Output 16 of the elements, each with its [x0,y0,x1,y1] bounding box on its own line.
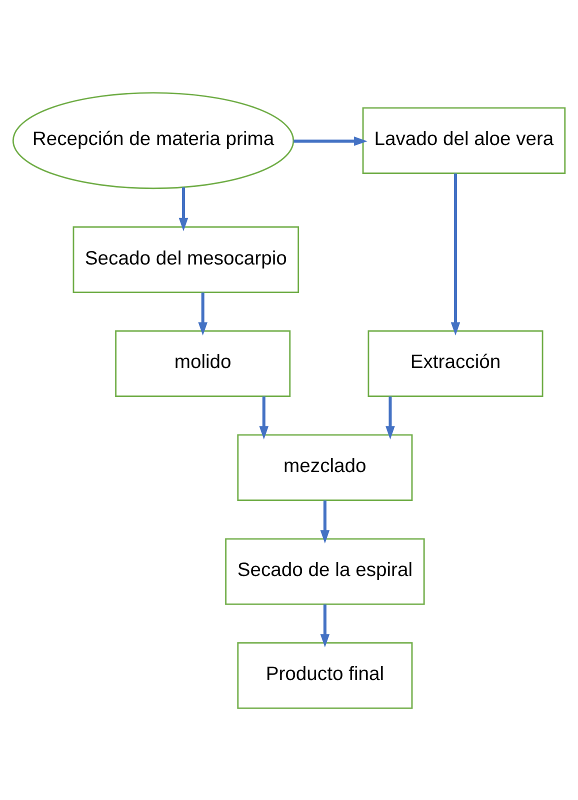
node-box: Lavado del aloe vera [362,106,566,174]
node-box: Secado de la espiral [225,538,425,604]
node-box: mezclado [237,434,413,500]
node-box: Producto final [237,642,413,708]
arrow [386,396,395,439]
node-box: Extracción [368,330,544,396]
node-ellipse: Recepción de materia prima [12,92,294,189]
arrow [259,396,269,439]
arrow [178,186,188,231]
node-box: Secado del mesocarpio [72,226,300,293]
arrow [320,500,330,543]
arrow [320,604,330,647]
arrow [450,173,460,336]
node-box: molido [115,330,291,396]
arrow [294,136,368,146]
arrow [198,292,208,336]
